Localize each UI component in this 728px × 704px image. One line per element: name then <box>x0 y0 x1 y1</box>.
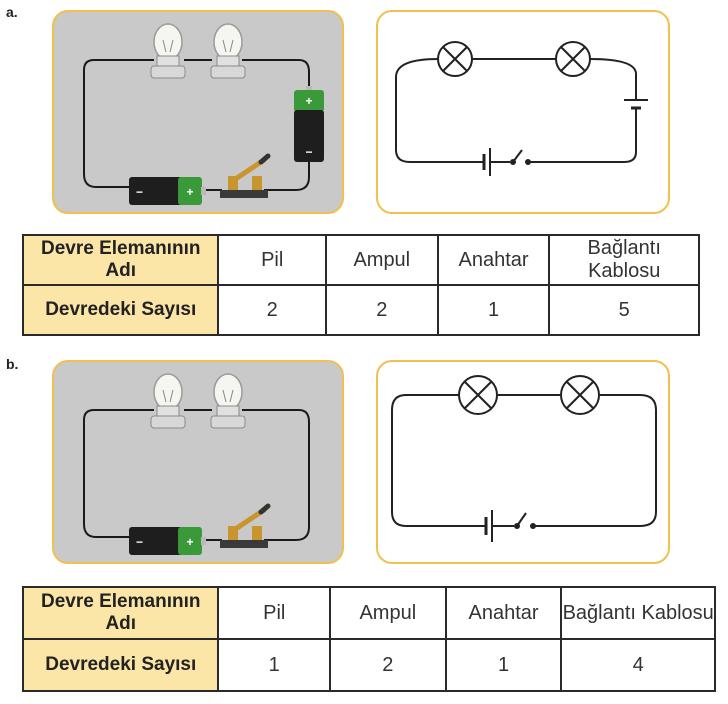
circuit-photo-a: + − − + <box>52 10 344 214</box>
lamp-symbol-icon <box>555 41 591 77</box>
light-bulb-icon <box>210 373 246 429</box>
count-anahtar: 1 <box>436 284 551 336</box>
wire <box>83 59 154 188</box>
circuit-table-b: Devre Elemanının Adı Pil Ampul Anahtar B… <box>21 586 716 692</box>
battery-symbol-icon <box>482 148 491 176</box>
knife-switch-icon <box>220 153 271 198</box>
light-bulb-icon <box>150 23 186 79</box>
lamp-symbol-icon <box>560 375 600 415</box>
column-ampul: Ampul <box>324 234 439 286</box>
column-pil: Pil <box>217 234 327 286</box>
column-baglanti-kablosu: Bağlantı Kablosu <box>548 234 700 286</box>
count-ampul: 2 <box>324 284 439 336</box>
battery-icon: − + <box>129 527 206 555</box>
battery-minus-mark: − <box>136 185 143 199</box>
wire <box>83 409 154 538</box>
light-bulb-icon <box>150 373 186 429</box>
column-ampul: Ampul <box>328 586 447 640</box>
circuit-illustration-b: − + <box>83 373 310 555</box>
row-header-count: Devredeki Sayısı <box>21 284 220 336</box>
section-label-a: a. <box>6 4 18 20</box>
circuit-schematic-b <box>376 360 670 564</box>
wire <box>532 394 657 527</box>
battery-plus-mark: + <box>186 185 193 199</box>
count-pil: 1 <box>217 638 331 692</box>
column-pil: Pil <box>217 586 331 640</box>
wire <box>242 409 310 541</box>
count-pil: 2 <box>217 284 327 336</box>
circuit-photo-b: − + <box>52 360 344 564</box>
battery-symbol-icon <box>484 510 493 542</box>
wire <box>242 59 310 94</box>
battery-icon: − + <box>129 177 206 205</box>
row-header-element-name: Devre Elemanının Adı <box>21 586 220 640</box>
row-header-count: Devredeki Sayısı <box>21 638 220 692</box>
schematic-drawing-a <box>395 41 648 176</box>
switch-symbol-icon <box>514 512 536 529</box>
column-baglanti-kablosu: Bağlantı Kablosu <box>560 586 716 640</box>
lamp-symbol-icon <box>458 375 498 415</box>
wire <box>589 58 637 100</box>
count-baglanti-kablosu: 5 <box>548 284 700 336</box>
count-ampul: 2 <box>328 638 447 692</box>
circuit-schematic-a <box>376 10 670 214</box>
column-anahtar: Anahtar <box>444 586 563 640</box>
battery-minus-mark: − <box>305 145 312 159</box>
lamp-symbol-icon <box>437 41 473 77</box>
column-anahtar: Anahtar <box>436 234 551 286</box>
battery-icon: + − <box>294 86 324 162</box>
wire <box>538 108 637 163</box>
switch-symbol-icon <box>510 149 531 165</box>
battery-plus-mark: + <box>305 94 312 108</box>
count-baglanti-kablosu: 4 <box>560 638 716 692</box>
wire <box>391 394 486 527</box>
knife-switch-icon <box>220 503 271 548</box>
circuit-table-a: Devre Elemanının Adı Pil Ampul Anahtar B… <box>21 234 700 336</box>
count-anahtar: 1 <box>444 638 563 692</box>
section-label-b: b. <box>6 356 19 372</box>
light-bulb-icon <box>210 23 246 79</box>
wire <box>395 58 484 163</box>
battery-plus-mark: + <box>186 535 193 549</box>
schematic-drawing-b <box>391 375 657 542</box>
wire <box>264 160 310 191</box>
circuit-illustration-a: + − − + <box>83 23 324 205</box>
battery-minus-mark: − <box>136 535 143 549</box>
battery-symbol-icon <box>624 99 648 110</box>
row-header-element-name: Devre Elemanının Adı <box>21 234 220 286</box>
